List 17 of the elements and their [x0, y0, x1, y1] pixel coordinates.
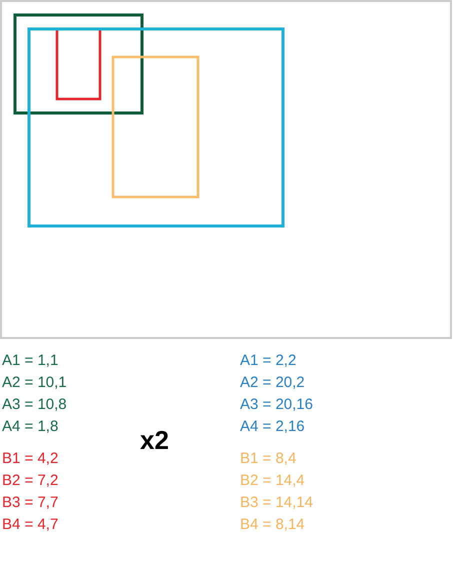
coordinate-label: B2 = 7,2 [2, 472, 58, 491]
coordinate-label: B4 = 8,14 [240, 516, 305, 535]
coordinate-label: A2 = 20,2 [240, 374, 305, 393]
coordinate-label: A4 = 2,16 [240, 418, 305, 437]
coordinate-label: B3 = 7,7 [2, 494, 58, 513]
coordinate-label: B3 = 14,14 [240, 494, 313, 513]
coordinate-label: A4 = 1,8 [2, 418, 58, 437]
coordinate-label: B1 = 8,4 [240, 450, 296, 469]
coordinate-label: A1 = 1,1 [2, 352, 58, 371]
coordinate-label: A1 = 2,2 [240, 352, 296, 371]
coordinate-label: B1 = 4,2 [2, 450, 58, 469]
coordinate-label: A3 = 20,16 [240, 396, 313, 415]
coordinate-label: A3 = 10,8 [2, 396, 67, 415]
coordinate-label: B2 = 14,4 [240, 472, 305, 491]
coordinate-label: A2 = 10,1 [2, 374, 67, 393]
coordinate-label: B4 = 4,7 [2, 516, 58, 535]
coordinate-label: x2 [140, 424, 169, 456]
